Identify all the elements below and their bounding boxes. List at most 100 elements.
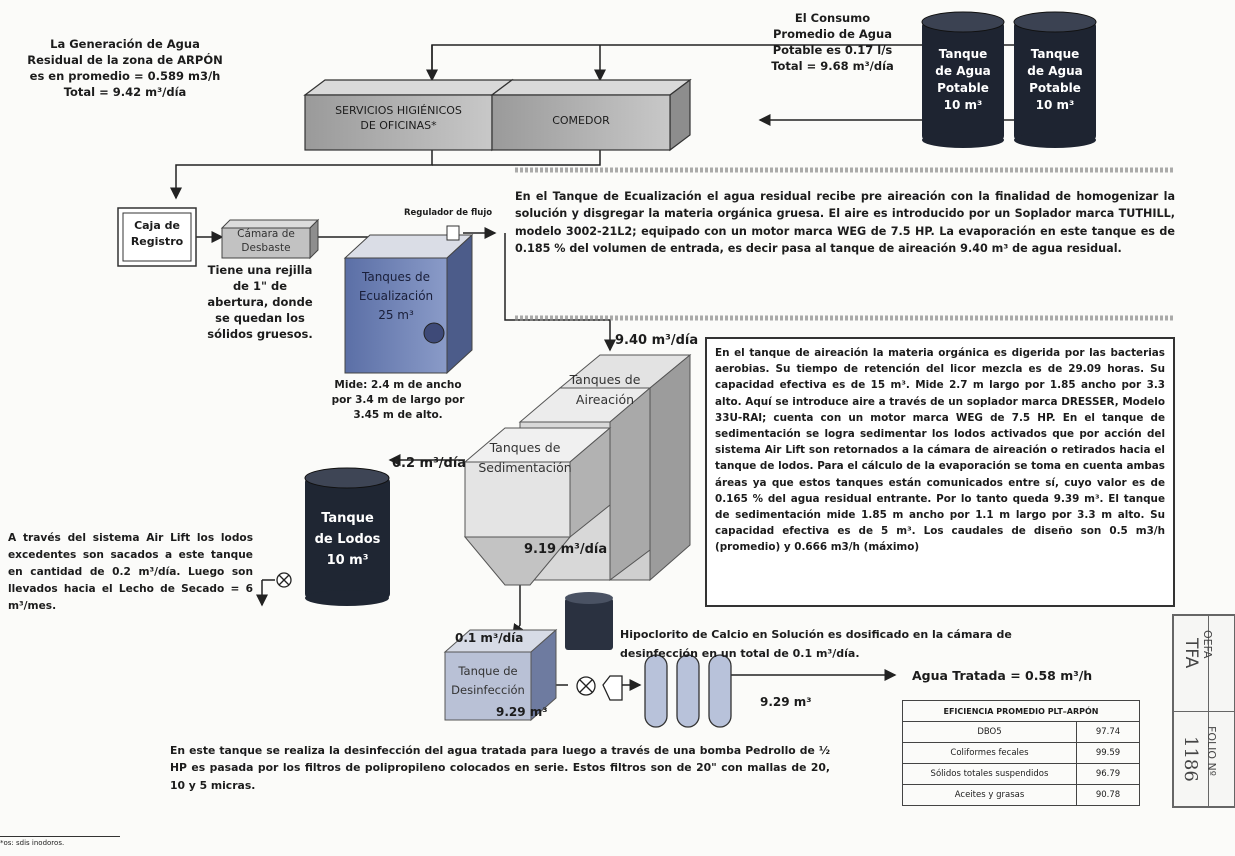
efficiency-value: 99.59 xyxy=(1076,742,1140,764)
comedor-box: COMEDOR xyxy=(552,114,610,127)
generation-line-2: Residual de la zona de ARPÓN xyxy=(27,53,223,67)
rejilla-l5: sólidos gruesos. xyxy=(207,327,313,341)
potable-tank-2-shape xyxy=(1013,11,1097,148)
paragraph-aireacion: En el tanque de aireación la materia org… xyxy=(715,347,1165,554)
camara-l1: Cámara de xyxy=(237,228,295,240)
efficiency-table: EFICIENCIA PROMEDIO PLT–ARPÓN DBO5 97.74… xyxy=(902,700,1140,806)
ecualizacion-l3: 25 m³ xyxy=(378,308,414,322)
services-l1: SERVICIOS HIGIÉNICOS xyxy=(335,104,462,117)
stamp-folio: FOLIO Nº xyxy=(1205,726,1218,776)
flow-929-b-label: 9.29 m³ xyxy=(760,695,812,709)
flow-940-label: 9.40 m³/día xyxy=(615,333,699,348)
ecualizacion-dims: Mide: 2.4 m de ancho por 3.4 m de largo … xyxy=(323,378,473,423)
desinfeccion-label: Tanque de Desinfección xyxy=(445,662,531,700)
caja-registro-box: Caja de Registro xyxy=(123,218,191,250)
lodos-l2: de Lodos xyxy=(314,532,381,547)
services-to-caja-line xyxy=(170,150,433,200)
services-box: SERVICIOS HIGIÉNICOS DE OFICINAS* xyxy=(305,103,492,133)
efficiency-label: Sólidos totales suspendidos xyxy=(902,763,1077,785)
rejilla-l4: se quedan los xyxy=(215,311,305,325)
consumption-line-2: Promedio de Agua xyxy=(773,27,892,41)
potable-tank-2-l1: Tanque xyxy=(1030,47,1080,61)
stamp-oefa: OEFA xyxy=(1201,630,1214,659)
ecualizacion-3d xyxy=(343,225,474,375)
camara-3d xyxy=(220,218,320,260)
potable-tank-1-l4: 10 m³ xyxy=(943,98,983,112)
efficiency-label: Coliformes fecales xyxy=(902,742,1077,764)
aireacion-l1: Tanques de xyxy=(569,372,641,387)
ecualizacion-dims-l3: 3.45 m de alto. xyxy=(353,409,443,421)
sedimentacion-l2: Sedimentación xyxy=(478,460,572,475)
rejilla-l2: de 1" de xyxy=(232,279,288,293)
potable-tank-2-label: Tanque de Agua Potable 10 m³ xyxy=(1014,46,1096,114)
ecualizacion-l2: Ecualización xyxy=(358,289,434,303)
filters-shape xyxy=(644,654,732,728)
aireacion-l2: Aireación xyxy=(575,392,635,407)
generation-line-4: Total = 9.42 m³/día xyxy=(63,85,187,99)
caja-l1: Caja de xyxy=(134,219,180,232)
efficiency-label: DBO5 xyxy=(902,721,1077,743)
efficiency-label: Aceites y grasas xyxy=(902,784,1077,806)
desinfeccion-l1: Tanque de xyxy=(458,664,518,678)
flow-01-label: 0.1 m³/día xyxy=(455,631,524,645)
efficiency-value: 97.74 xyxy=(1076,721,1140,743)
flow-02-label: 0.2 m³/día xyxy=(392,456,467,471)
efficiency-value: 96.79 xyxy=(1076,763,1140,785)
flow-929-a-label: 9.29 m³ xyxy=(496,705,548,719)
desinfeccion-3d xyxy=(443,628,558,722)
table-row: Coliformes fecales 99.59 xyxy=(902,742,1140,764)
consumption-line-3: Potable es 0.17 l/s xyxy=(772,43,893,57)
potable-tank-1-shape xyxy=(921,11,1005,148)
table-row: DBO5 97.74 xyxy=(902,721,1140,743)
ecualizacion-dims-l1: Mide: 2.4 m de ancho xyxy=(334,379,462,391)
aireacion-label: Tanques de Aireación xyxy=(560,370,650,410)
potable-tank-2-l2: de Agua xyxy=(1027,64,1083,78)
potable-tank-1-l2: de Agua xyxy=(935,64,991,78)
services-box-3d xyxy=(303,78,692,152)
rejilla-l1: Tiene una rejilla xyxy=(207,263,313,277)
consumption-line-4: Total = 9.68 m³/día xyxy=(771,59,894,73)
rejilla-l3: abertura, donde xyxy=(207,295,313,309)
generation-line-3: es en promedio = 0.589 m3/h xyxy=(29,69,221,83)
lodos-l3: 10 m³ xyxy=(326,553,369,568)
footnote: *os: sdis inodoros. xyxy=(0,836,120,847)
flow-919-label: 9.19 m³/día xyxy=(524,542,608,557)
rejilla-text: Tiene una rejilla de 1" de abertura, don… xyxy=(190,262,330,342)
lodos-valve-shape xyxy=(276,572,292,588)
table-row: Aceites y grasas 90.78 xyxy=(902,784,1140,806)
hipoclorito-tank-shape xyxy=(565,592,613,650)
stamp-tfa: TFA xyxy=(1181,638,1201,669)
air-lift-text: A través del sistema Air Lift los lodos … xyxy=(8,532,253,612)
paragraph-aireacion-box: En el tanque de aireación la materia org… xyxy=(705,337,1175,607)
hipoclorito-text: Hipoclorito de Calcio en Solución es dos… xyxy=(620,625,1012,663)
potable-tank-2-l3: Potable xyxy=(1029,81,1081,95)
desinfeccion-l2: Desinfección xyxy=(451,683,525,697)
table-row: Sólidos totales suspendidos 96.79 xyxy=(902,763,1140,785)
services-l2: DE OFICINAS* xyxy=(360,119,437,132)
regulador-label: Regulador de flujo xyxy=(404,208,493,218)
sedimentacion-label: Tanques de Sedimentación xyxy=(465,438,585,478)
potable-tank-2-l4: 10 m³ xyxy=(1035,98,1075,112)
hipoclorito-l2: desinfección en un total de 0.1 m³/día. xyxy=(620,647,860,660)
ecualizacion-label: Tanques de Ecualización 25 m³ xyxy=(345,268,447,325)
potable-tank-1-l1: Tanque xyxy=(938,47,988,61)
lodos-l1: Tanque xyxy=(321,511,374,526)
folio-stamp: OEFA FOLIO Nº TFA 1186 xyxy=(1172,614,1235,808)
consumption-text: El Consumo Promedio de Agua Potable es 0… xyxy=(740,10,925,74)
aireacion-sedimentacion-3d xyxy=(463,353,692,586)
hipoclorito-l1: Hipoclorito de Calcio en Solución es dos… xyxy=(620,628,1012,641)
camara-l2: Desbaste xyxy=(241,242,291,254)
ecualizacion-dims-l2: por 3.4 m de largo por xyxy=(331,394,465,406)
paragraph-ecualizacion: En el Tanque de Ecualización el agua res… xyxy=(515,190,1175,256)
efficiency-value: 90.78 xyxy=(1076,784,1140,806)
lodos-tank-label: Tanque de Lodos 10 m³ xyxy=(305,508,390,571)
pump-shape xyxy=(576,675,623,701)
efficiency-header: EFICIENCIA PROMEDIO PLT–ARPÓN xyxy=(902,700,1140,722)
consumption-line-1: El Consumo xyxy=(794,11,871,25)
sedimentacion-l1: Tanques de xyxy=(489,440,561,455)
camara-desbaste-box: Cámara de Desbaste xyxy=(222,227,310,255)
generation-text: La Generación de Agua Residual de la zon… xyxy=(0,36,250,100)
stamp-number: 1186 xyxy=(1180,736,1201,782)
lodos-tank-shape xyxy=(304,467,390,606)
